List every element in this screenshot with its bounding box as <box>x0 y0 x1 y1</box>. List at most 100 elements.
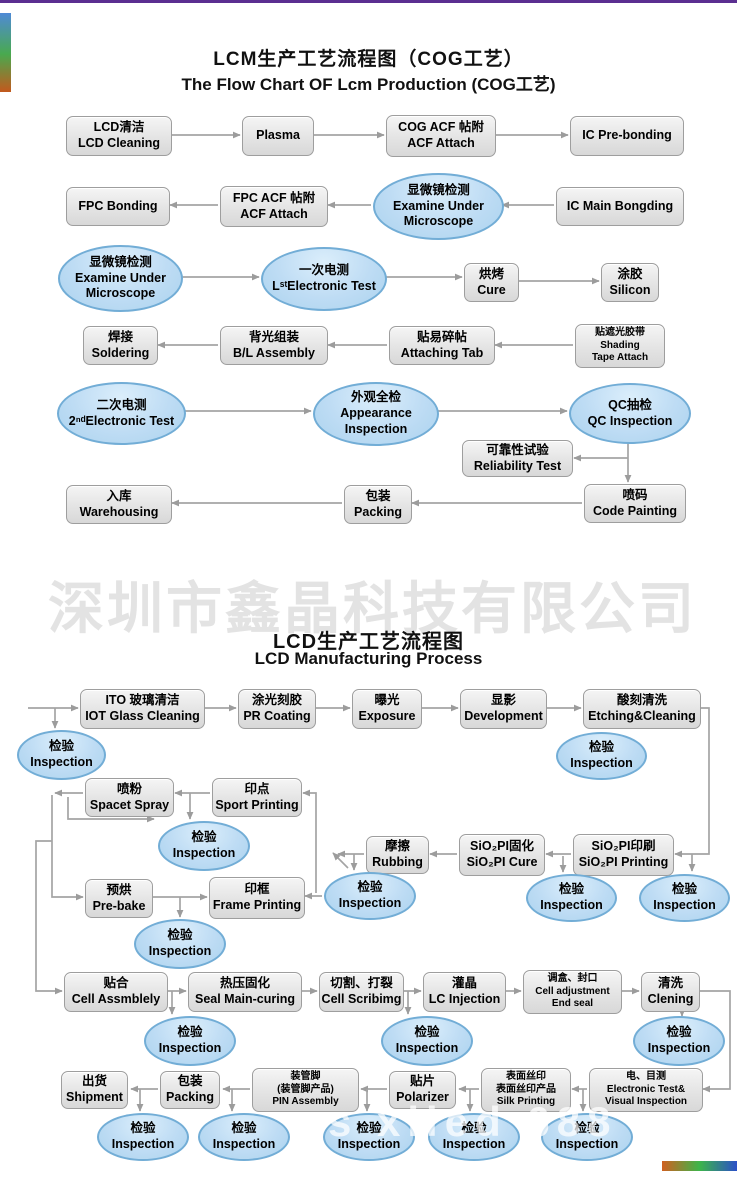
node-sport-printing-line-0: 印点 <box>244 781 270 796</box>
node-inspection-3-line-1: Inspection <box>172 846 236 860</box>
node-cell-adjustment-line-2: End seal <box>551 998 594 1010</box>
node-cell-assembly-line-1: Cell Assmblely <box>71 992 161 1006</box>
node-first-electronic-test-line-1: LˢᵗElectronic Test <box>272 279 376 293</box>
node-bl-assembly-line-1: B/L Assembly <box>233 345 315 360</box>
node-inspection-5-line-1: Inspection <box>540 898 603 912</box>
node-silicon-line-0: 涂胶 <box>617 266 643 281</box>
node-etching-cleaning-line-1: Etching&Cleaning <box>588 709 696 723</box>
node-second-electronic-test-line-1: 2ⁿᵈElectronic Test <box>68 413 175 428</box>
node-inspection-10-line-0: 检验 <box>666 1025 692 1040</box>
node-pin-assembly-line-2: PIN Assembly <box>272 1096 339 1108</box>
node-reliability-test-line-0: 可靠性试验 <box>486 442 549 457</box>
node-sio2pi-cure-line-1: SiO₂PI Cure <box>466 855 538 869</box>
node-second-electronic-test-line-0: 二次电测 <box>96 397 147 412</box>
node-inspection-3-line-0: 检验 <box>191 830 217 845</box>
node-first-electronic-test-line-0: 一次电测 <box>298 263 349 278</box>
node-cell-scribing-line-0: 切割、打裂 <box>330 976 393 991</box>
node-inspection-6-line-1: Inspection <box>653 898 716 912</box>
node-packing-lcd-line-1: Packing <box>166 1090 214 1104</box>
flow-arrow-49 <box>700 990 731 1093</box>
node-cog-acf-attach-line-0: COG ACF 帖附 <box>398 120 484 135</box>
node-attaching-tab-line-1: Attaching Tab <box>400 345 484 360</box>
node-warehousing-line-1: Warehousing <box>79 504 159 519</box>
node-qc-inspection-line-1: QC Inspection <box>587 413 673 428</box>
node-exposure-line-0: 曝光 <box>374 693 400 708</box>
node-examine-microscope-1-line-0: 显微镜检测 <box>407 182 470 197</box>
node-fpc-bonding: FPC Bonding <box>66 187 170 226</box>
node-examine-microscope-2-line-1: Examine Under <box>74 270 166 285</box>
node-inspection-5-line-0: 检验 <box>558 882 584 897</box>
node-development-line-1: Development <box>464 709 543 723</box>
node-cell-scribing-line-1: Cell Scribimg <box>321 992 402 1006</box>
node-shipment-line-0: 出货 <box>81 1074 107 1089</box>
node-inspection-7-line-0: 检验 <box>167 928 193 943</box>
node-inspection-10-line-1: Inspection <box>647 1041 711 1055</box>
node-silk-printing-line-1: 表面丝印产品 <box>496 1083 556 1095</box>
node-bl-assembly-line-0: 背光组装 <box>248 329 299 344</box>
flow-arrow-37 <box>302 789 317 893</box>
node-lc-injection-line-1: LC Injection <box>428 992 501 1006</box>
node-soldering-line-0: 焊接 <box>107 329 133 344</box>
bottom-gradient-bar <box>662 1161 737 1171</box>
lcm-section-title-en: The Flow Chart OF Lcm Production (COG工艺) <box>181 75 556 94</box>
node-inspection-12-line-1: Inspection <box>212 1137 276 1151</box>
node-inspection-11-line-0: 检验 <box>130 1121 156 1136</box>
node-inspection-8-line-1: Inspection <box>158 1041 222 1055</box>
node-electronic-visual-test-line-1: Electronic Test& <box>606 1083 686 1095</box>
node-inspection-2-line-0: 检验 <box>588 740 614 755</box>
node-electronic-visual-test-line-2: Visual Inspection <box>604 1096 688 1108</box>
node-ic-main-bonding-line-0: IC Main Bongding <box>566 198 674 213</box>
node-plasma: Plasma <box>242 116 314 156</box>
node-examine-microscope-1-line-2: Microscope <box>403 214 474 229</box>
node-soldering-line-1: Soldering <box>91 345 150 360</box>
node-pr-coating-line-0: 涂光刻胶 <box>251 693 302 708</box>
node-shading-tape-attach-line-1: Shading <box>600 339 640 351</box>
node-sport-printing-line-1: Sport Printing <box>215 797 299 812</box>
node-attaching-tab-line-0: 贴易碎帖 <box>416 329 467 344</box>
node-inspection-14-line-1: Inspection <box>442 1137 506 1151</box>
top-accent-line <box>0 0 737 3</box>
lcd-section-title-en: LCD Manufacturing Process <box>254 649 483 668</box>
node-cleaning-line-1: Clening <box>647 992 694 1006</box>
node-cell-adjustment-line-0: 调盒、封口 <box>547 973 598 985</box>
node-pr-coating-line-1: PR Coating <box>243 709 311 723</box>
node-ic-pre-bonding-line-0: IC Pre-bonding <box>582 128 672 143</box>
node-seal-main-curing-line-0: 热压固化 <box>219 976 270 991</box>
node-pin-assembly: 装管脚(装管脚产品)PIN Assembly <box>252 1068 359 1112</box>
node-inspection-9-line-0: 检验 <box>414 1025 440 1040</box>
node-appearance-inspection-line-1: Appearance <box>340 406 412 421</box>
node-polarizer-line-0: 贴片 <box>409 1074 435 1089</box>
